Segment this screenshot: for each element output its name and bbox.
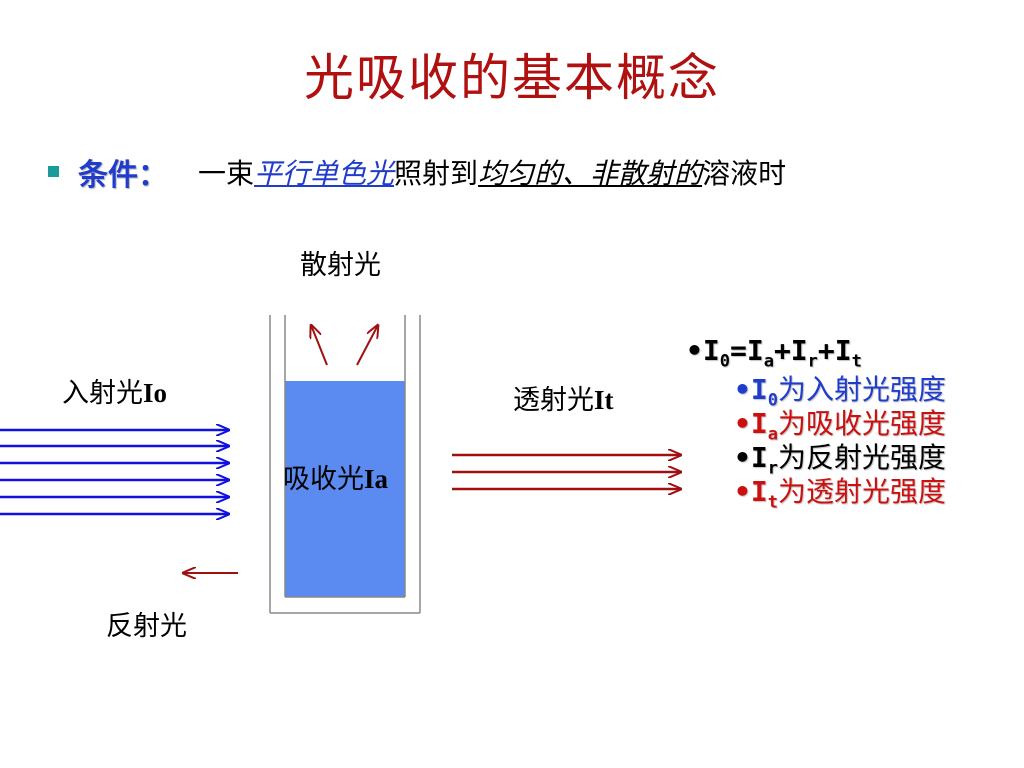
subscript: 0 [719, 351, 730, 372]
intensity-symbol: I [750, 407, 768, 440]
reflected-light-label: 反射光 [106, 611, 187, 642]
transmitted-symbol: It [594, 385, 614, 415]
intensity-definition-row: •Ia为吸收光强度 [734, 402, 946, 445]
scattered-arrows [311, 325, 378, 366]
condition-emphasis-uniform: 均匀的、非散射的 [478, 157, 703, 190]
bullet-dot-icon: • [734, 373, 751, 406]
subscript: t [851, 351, 862, 372]
bullet-dot-icon: • [734, 475, 751, 508]
intensity-symbol: I [750, 373, 768, 406]
incident-symbol: Io [143, 378, 168, 408]
incident-arrows [0, 430, 229, 514]
condition-part1: 一束 [198, 157, 255, 190]
bullet-dot-icon: • [734, 441, 751, 474]
symbol-I: I [834, 334, 852, 367]
intensity-description: 为入射光强度 [777, 373, 946, 406]
plus-sign: + [817, 334, 835, 367]
condition-text: 一束平行单色光照射到均匀的、非散射的溶液时 [198, 152, 786, 192]
intensity-description: 为透射光强度 [777, 475, 946, 508]
intensity-definition-row: •It为透射光强度 [734, 470, 946, 513]
intensity-definition-row: •Ir为反射光强度 [734, 436, 946, 479]
intensity-symbol: I [750, 475, 768, 508]
absorbed-light-label: 吸收光Ia [283, 457, 388, 496]
intensity-description: 为反射光强度 [777, 441, 946, 474]
intensity-subscript: r [767, 458, 778, 479]
condition-part2: 照射到 [394, 157, 479, 190]
symbol-I: I [790, 334, 808, 367]
intensity-definition-row: •I0为入射光强度 [734, 368, 946, 411]
transmitted-light-label: 透射光It [513, 378, 614, 417]
intensity-description: 为吸收光强度 [777, 407, 946, 440]
bullet-dot-icon: • [734, 407, 751, 440]
bullet-dot-icon: • [686, 334, 703, 367]
subscript: a [763, 351, 774, 372]
intensity-subscript: t [767, 492, 778, 513]
intensity-subscript: 0 [767, 390, 778, 411]
condition-emphasis-monochromatic: 平行单色光 [254, 157, 395, 190]
subscript: r [807, 351, 818, 372]
transmitted-text: 透射光 [513, 385, 594, 416]
symbol-I: I [746, 334, 764, 367]
intensity-subscript: a [767, 424, 778, 445]
solution-liquid [285, 381, 405, 597]
slide-title: 光吸收的基本概念 [304, 49, 720, 107]
square-bullet-icon [48, 166, 59, 177]
incident-text: 入射光 [62, 378, 143, 409]
intensity-equation: •I0=Ia+Ir+It [686, 334, 862, 372]
plus-sign: + [773, 334, 791, 367]
transmitted-arrows [452, 455, 681, 489]
incident-light-label: 入射光Io [62, 371, 167, 410]
condition-part3: 溶液时 [702, 157, 787, 190]
symbol-I: I [702, 334, 720, 367]
cuvette [269, 315, 421, 614]
intensity-symbol: I [750, 441, 768, 474]
absorbed-symbol: Ia [364, 464, 389, 494]
condition-label: 条件： [78, 158, 168, 193]
equals-sign: = [729, 334, 747, 367]
scattered-light-label: 散射光 [300, 250, 381, 281]
absorbed-text: 吸收光 [283, 464, 364, 495]
